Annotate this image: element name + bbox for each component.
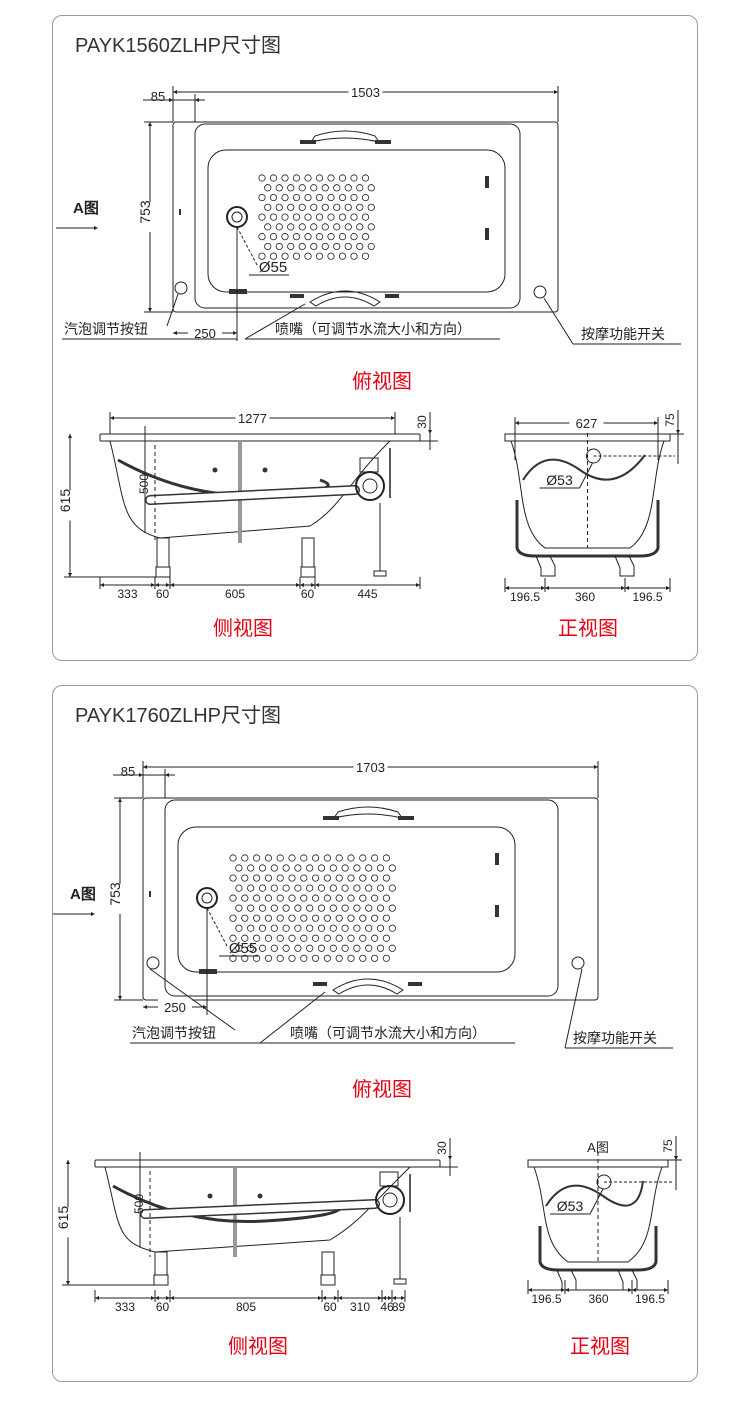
model-card-1760: PAYK1760ZLHP尺寸图: [52, 685, 698, 1382]
model-title: PAYK1760ZLHP尺寸图: [75, 705, 282, 727]
model-card-1560: PAYK1560ZLHP尺寸图: [52, 15, 698, 661]
model-title: PAYK1560ZLHP尺寸图: [75, 35, 282, 57]
